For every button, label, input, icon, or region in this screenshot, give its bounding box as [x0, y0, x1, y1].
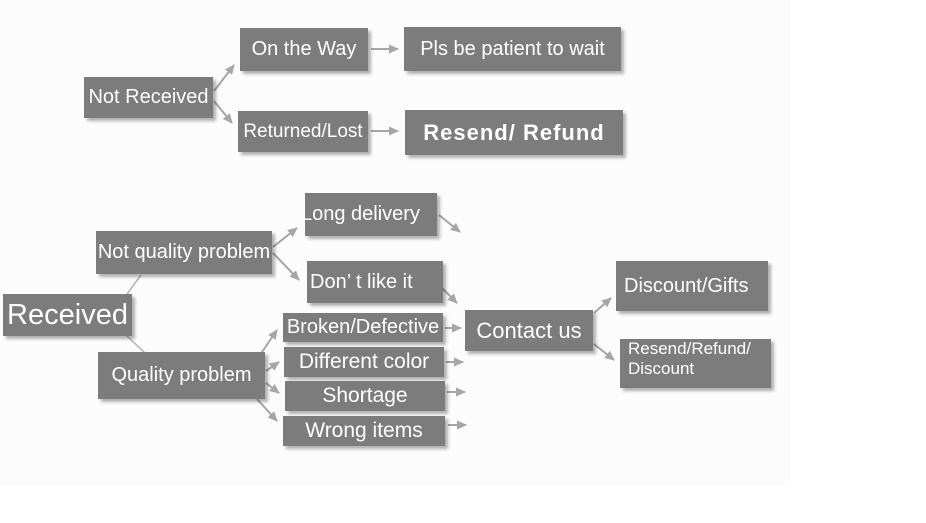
node-dont-like-it: Don’ t like it	[307, 261, 443, 303]
arrow-long-delivery-to-contact-us	[438, 214, 461, 233]
node-resend-refund-discount-line1: Resend/Refund/	[628, 339, 751, 358]
node-broken-defective: Broken/Defective	[283, 313, 443, 342]
node-resend-refund-discount: Resend/Refund/ Discount	[620, 339, 771, 388]
line-received-to-quality	[126, 335, 146, 354]
node-received: Received	[3, 294, 132, 336]
node-shortage: Shortage	[285, 381, 445, 411]
node-pls-be-patient: Pls be patient to wait	[404, 27, 621, 71]
arrow-quality-to-broken	[259, 329, 278, 356]
arrow-quality-to-different-color	[265, 361, 280, 372]
node-resend-refund: Resend/ Refund	[405, 110, 623, 155]
node-long-delivery: Long delivery	[305, 193, 437, 236]
node-different-color: Different color	[284, 347, 444, 377]
node-not-received: Not Received	[84, 77, 213, 118]
line-received-to-not-quality	[126, 274, 142, 295]
arrow-quality-to-shortage	[265, 382, 280, 394]
node-on-the-way: On the Way	[240, 28, 368, 71]
node-contact-us: Contact us	[465, 310, 593, 351]
arrow-quality-to-wrong-items	[256, 398, 278, 422]
node-not-quality-problem: Not quality problem	[96, 231, 272, 274]
node-returned-lost: Returned/Lost	[238, 111, 368, 152]
arrow-not-quality-to-long-delivery	[272, 227, 298, 248]
node-discount-gifts: Discount/Gifts	[616, 261, 768, 311]
arrow-contact-us-to-resend-refund-discount	[593, 343, 615, 361]
arrow-not-received-to-returned-lost	[213, 100, 233, 124]
node-wrong-items: Wrong items	[283, 416, 445, 446]
node-resend-refund-discount-line2: Discount	[628, 359, 695, 379]
arrow-contact-us-to-discount-gifts	[593, 297, 612, 314]
node-quality-problem: Quality problem	[98, 352, 265, 399]
arrow-not-received-to-on-the-way	[213, 64, 235, 92]
arrow-not-quality-to-dont-like	[272, 252, 300, 281]
